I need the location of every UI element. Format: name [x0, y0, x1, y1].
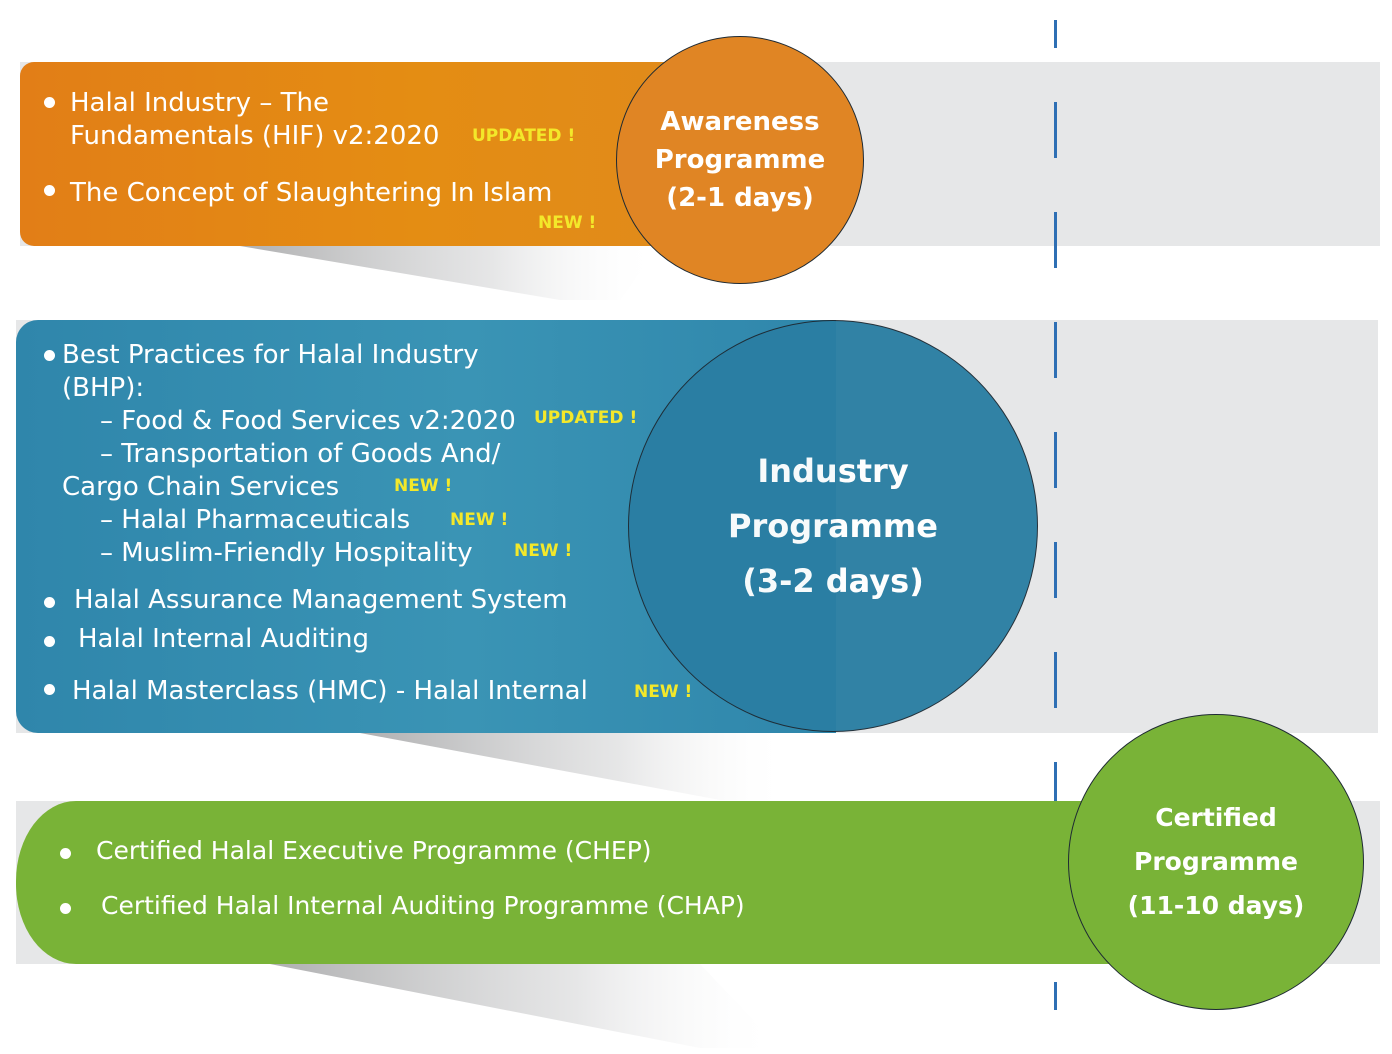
circle-line: (2-1 days)	[666, 183, 814, 213]
new-badge: NEW !	[634, 682, 693, 702]
bhp-line1: Best Practices for Halal Industry	[62, 340, 479, 370]
industry-programme-circle: Industry Programme (3-2 days)	[628, 320, 1038, 732]
hif-line2: Fundamentals (HIF) v2:2020	[70, 121, 440, 151]
updated-badge: UPDATED !	[534, 408, 638, 428]
chap-item: Certified Halal Internal Auditing Progra…	[101, 891, 745, 920]
awareness-programme-circle: Awareness Programme (2-1 days)	[616, 36, 864, 284]
masterclass-item: Halal Masterclass (HMC) - Halal Internal	[72, 676, 588, 706]
circle-line: Programme	[728, 506, 938, 545]
circle-line: Industry	[757, 451, 909, 490]
circle-line: Programme	[1134, 847, 1298, 876]
circle-line: (11-10 days)	[1127, 891, 1305, 920]
bhp-sub-transport-2: Cargo Chain Services	[62, 472, 340, 502]
bullet-dot	[60, 848, 71, 859]
certified-programme-circle: Certified Programme (11-10 days)	[1068, 714, 1364, 1010]
bullet-dot	[44, 636, 55, 647]
bhp-sub-food: – Food & Food Services v2:2020	[100, 406, 516, 436]
bhp-sub-transport: – Transportation of Goods And/	[100, 439, 501, 469]
circle-line: Programme	[654, 145, 826, 175]
hif-line1: Halal Industry – The	[70, 88, 329, 118]
bullet-dot	[44, 350, 55, 361]
new-badge: NEW !	[394, 476, 453, 496]
new-badge: NEW !	[538, 213, 597, 233]
bullet-dot	[44, 684, 55, 695]
slaughtering-item: The Concept of Slaughtering In Islam	[70, 178, 553, 208]
internal-auditing-item: Halal Internal Auditing	[78, 624, 369, 654]
bhp-sub-hospitality: – Muslim-Friendly Hospitality	[100, 538, 473, 568]
updated-badge: UPDATED !	[472, 126, 576, 146]
circle-line: Awareness	[660, 107, 820, 137]
bullet-dot	[44, 185, 55, 196]
bullet-dot	[60, 903, 71, 914]
bhp-line2: (BHP):	[62, 373, 145, 403]
new-badge: NEW !	[450, 510, 509, 530]
bullet-dot	[44, 597, 55, 608]
chep-item: Certified Halal Executive Programme (CHE…	[96, 836, 652, 865]
circle-line: (3-2 days)	[742, 561, 924, 600]
bhp-sub-pharma: – Halal Pharmaceuticals	[100, 505, 411, 535]
circle-line: Certified	[1155, 803, 1277, 832]
hams-item: Halal Assurance Management System	[74, 585, 568, 615]
bullet-dot	[44, 97, 55, 108]
certified-band	[16, 801, 1116, 964]
new-badge: NEW !	[514, 541, 573, 561]
